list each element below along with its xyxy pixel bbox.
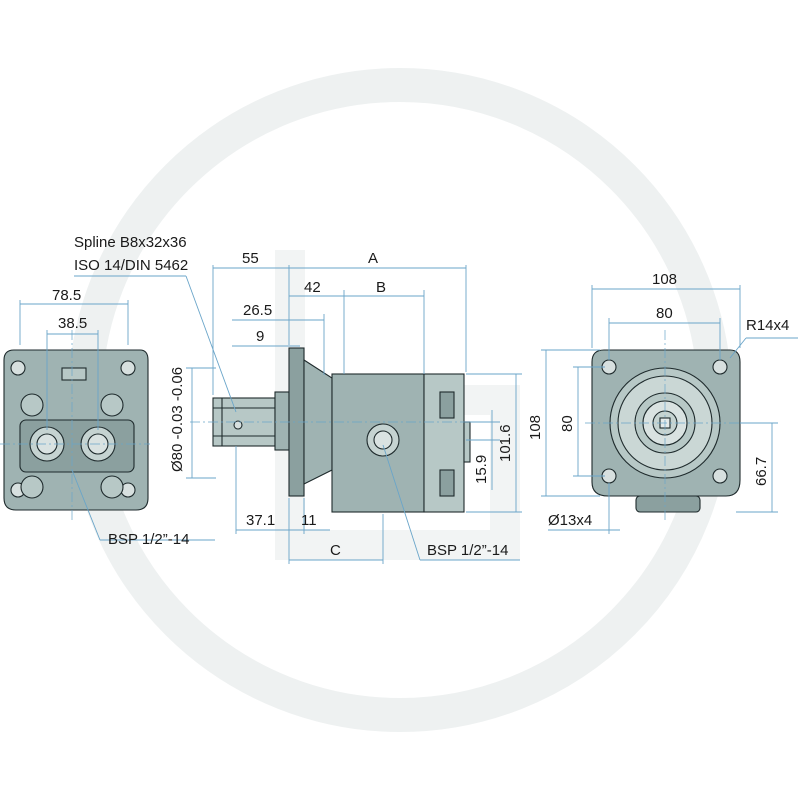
- dim-A: A: [368, 250, 378, 267]
- dim-38-5: 38.5: [58, 315, 87, 332]
- dim-80-top: 80: [656, 305, 673, 322]
- dim-66-7: 66.7: [753, 457, 770, 486]
- dim-B: B: [376, 279, 386, 296]
- note-spline-2: ISO 14/DIN 5462: [74, 257, 188, 274]
- dim-26-5: 26.5: [243, 302, 272, 319]
- dim-108-left: 108: [527, 415, 544, 440]
- side-view: [190, 347, 480, 513]
- note-spline-1: Spline B8x32x36: [74, 234, 187, 251]
- dim-37-1: 37.1: [246, 512, 275, 529]
- note-port-center: BSP 1/2”-14: [427, 542, 508, 559]
- dim-9: 9: [256, 328, 264, 345]
- dim-11: 11: [301, 512, 317, 529]
- left-view: [0, 330, 150, 520]
- right-view: [585, 330, 750, 520]
- note-port-left: BSP 1/2”-14: [108, 531, 189, 548]
- dim-108-top: 108: [652, 271, 677, 288]
- dim-55: 55: [242, 250, 259, 267]
- right-view-dimensions: 108 80 R14x4 108 80 66.7 Ø13x4: [527, 271, 798, 534]
- dim-78-5: 78.5: [52, 287, 81, 304]
- dim-shaft-diameter: Ø80 -0.03 -0.06: [169, 367, 186, 472]
- dim-80-left: 80: [559, 415, 576, 432]
- dim-42: 42: [304, 279, 321, 296]
- left-view-dimensions: 78.5 38.5 BSP 1/2”-14: [19, 287, 215, 548]
- dim-101-6: 101.6: [497, 424, 514, 462]
- note-radius: R14x4: [746, 317, 789, 334]
- note-holes: Ø13x4: [548, 512, 592, 529]
- dim-15-9: 15.9: [473, 455, 490, 484]
- dim-C: C: [330, 542, 341, 559]
- side-view-dimensions: 55 A 42 B 26.5 9 Ø80 -0.03 -0.06 Spline …: [74, 234, 522, 564]
